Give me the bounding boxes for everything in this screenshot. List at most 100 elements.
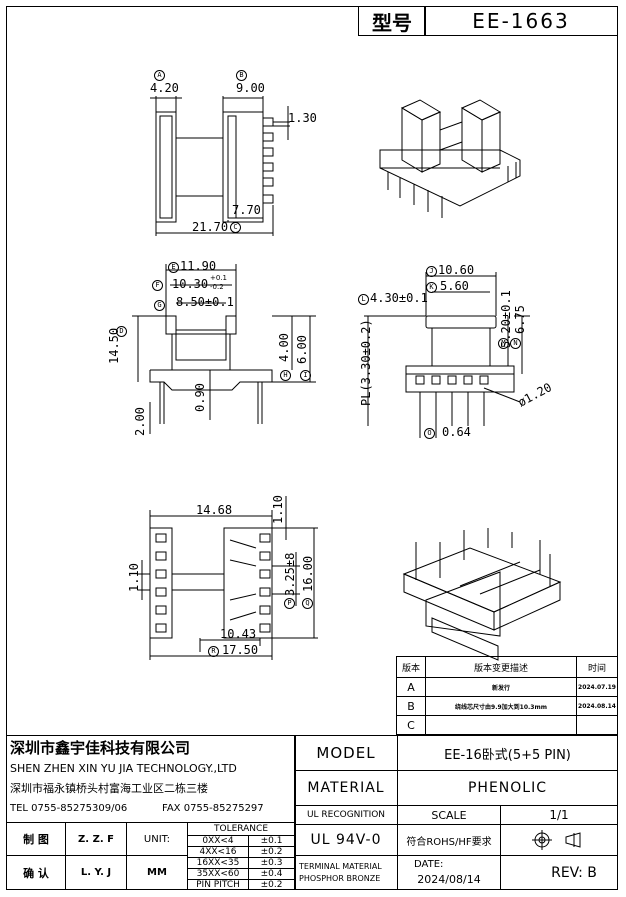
rev-header-desc: 版本变更描述	[425, 656, 577, 678]
tolerance-title: TOLERANCE	[187, 822, 295, 836]
third-angle-projection-icon	[532, 830, 581, 850]
tol-range-4: PIN PITCH	[187, 879, 249, 890]
top-view-drawing	[150, 96, 290, 236]
marker-o: O	[424, 428, 435, 439]
marker-q: Q	[302, 598, 313, 609]
dim-pl-text: PL(3.30±0.2)	[359, 319, 373, 406]
marker-r: R	[208, 646, 219, 657]
dim-f-tol-minus: -0.2	[210, 283, 224, 291]
dim-a-text: 4.20	[150, 81, 179, 95]
tol-val-4: ±0.2	[248, 879, 295, 890]
rev-header-version: 版本	[396, 656, 426, 678]
header-model-value: EE-1663	[472, 9, 570, 33]
terminal-value: PHOSPHOR BRONZE	[299, 874, 381, 883]
date-value: 2024/08/14	[417, 873, 481, 886]
rev-row-c-date	[576, 715, 618, 735]
rev-header-time: 时间	[576, 656, 618, 678]
ul-label: UL RECOGNITION	[294, 805, 398, 825]
material-value: PHENOLIC	[397, 770, 618, 806]
rev-row-c-desc	[425, 715, 577, 735]
marker-e: E	[168, 262, 179, 273]
dim-j-text: 10.60	[438, 263, 475, 277]
marker-j: J	[426, 266, 437, 277]
dim-110-top-text: 1.10	[271, 495, 285, 524]
unit-value: MM	[126, 855, 188, 890]
dim-1600-text: 16.00	[301, 555, 315, 592]
check-value: L. Y. J	[65, 855, 127, 890]
dim-200-text: 2.00	[133, 407, 147, 436]
side-view-drawing	[364, 272, 530, 438]
company-tel: TEL 0755-85275309/06	[10, 803, 128, 814]
company-cn: 深圳市鑫宇佳科技有限公司	[10, 739, 191, 757]
rev-row-a-date: 2024.07.19	[576, 677, 618, 697]
terminal-label: TERMINAL MATERIAL	[299, 862, 382, 871]
unit-label: UNIT:	[126, 822, 188, 856]
dim-4-text: 4.00	[277, 333, 291, 362]
bottom-view-drawing	[138, 496, 318, 660]
marker-k: K	[426, 282, 437, 293]
dim-f-text: 10.30	[172, 277, 209, 291]
rev-row-c-ver: C	[396, 715, 426, 735]
dim-right-text: 1.30	[288, 111, 317, 125]
scale-value: 1/1	[500, 805, 618, 825]
dim-1043-text: 10.43	[220, 627, 257, 641]
marker-a: A	[154, 70, 165, 81]
dim-k-text: 5.60	[440, 279, 469, 293]
rev-row-b-date: 2024.08.14	[576, 696, 618, 716]
rev-row-b-desc: 绕线芯尺寸由9.9加大到10.3mm	[425, 696, 577, 716]
terminal-cell: TERMINAL MATERIAL PHOSPHOR BRONZE	[294, 855, 398, 890]
dim-1468-text: 14.68	[196, 503, 233, 517]
dim-l-text: 4.30±0.1	[370, 291, 428, 305]
header-model-label-box: 型号	[358, 6, 426, 36]
dim-g-text: 8.50±0.1	[176, 295, 234, 309]
material-label: MATERIAL	[294, 770, 398, 806]
ul-value: UL 94V-0	[294, 824, 398, 856]
check-label: 确 认	[6, 855, 66, 890]
isometric-view-top	[379, 99, 521, 218]
marker-h: H	[280, 370, 291, 381]
dim-o-text: 0.64	[442, 425, 471, 439]
dim-inner-text: 7.70	[232, 203, 261, 217]
marker-i: I	[300, 370, 311, 381]
front-view-drawing	[132, 264, 316, 434]
date-label: DATE:	[414, 859, 444, 870]
marker-d: D	[116, 326, 127, 337]
dim-090-text: 0.90	[193, 383, 207, 412]
rev-row-a-desc: 新发行	[425, 677, 577, 697]
dim-e-text: 11.90	[180, 259, 217, 273]
rohs-note: 符合ROHS/HF要求	[397, 824, 501, 856]
rev-cell: REV: B	[500, 855, 618, 890]
company-address: 深圳市福永镇桥头村富海工业区二栋三楼	[10, 782, 208, 795]
projection-symbol	[500, 824, 618, 856]
dim-b-text: 9.00	[236, 81, 265, 95]
model-value: EE-16卧式(5+5 PIN)	[397, 735, 618, 771]
marker-n: N	[510, 338, 521, 349]
rev-row-b-ver: B	[396, 696, 426, 716]
marker-p: P	[284, 598, 295, 609]
dim-110-left-text: 1.10	[127, 563, 141, 592]
marker-l: L	[358, 294, 369, 305]
header-model-label: 型号	[372, 10, 412, 35]
marker-c: C	[230, 222, 241, 233]
dim-total-text: 21.70	[192, 220, 229, 234]
rev-value: REV: B	[551, 864, 597, 881]
made-label: 制 图	[6, 822, 66, 856]
dim-d-text: 14.50	[107, 327, 121, 364]
company-fax: FAX 0755-85275297	[162, 803, 264, 814]
header-model-value-box: EE-1663	[424, 6, 618, 36]
marker-m: M	[498, 338, 509, 349]
date-cell: DATE: 2024/08/14	[397, 855, 501, 890]
dim-f-tol-plus: +0.1	[210, 274, 227, 282]
dim-1750-text: 17.50	[222, 643, 259, 657]
dim-675-text: 6.75	[513, 305, 527, 334]
marker-g: G	[154, 300, 165, 311]
isometric-view-bottom	[402, 528, 562, 661]
dim-6-text: 6.00	[295, 335, 309, 364]
marker-f: F	[152, 280, 163, 291]
dim-325-text: 3.25±8	[283, 552, 297, 596]
scale-label: SCALE	[397, 805, 501, 825]
made-value: Z. Z. F	[65, 822, 127, 856]
model-label: MODEL	[294, 735, 398, 771]
marker-b: B	[236, 70, 247, 81]
